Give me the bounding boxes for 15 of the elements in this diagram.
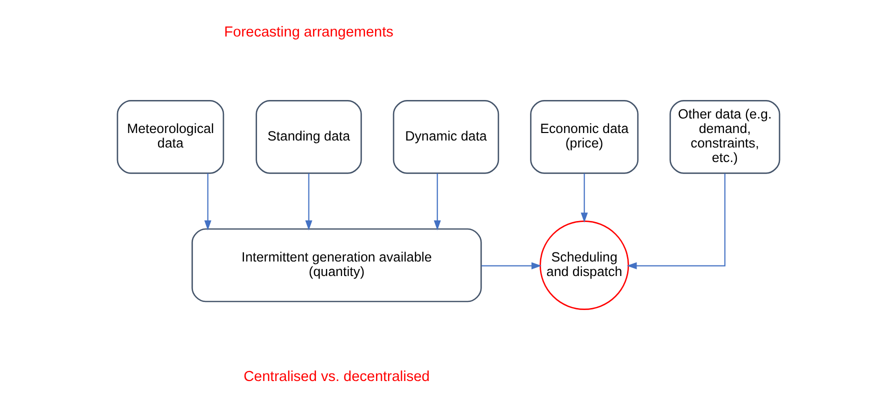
label: Centralised vs. decentralised — [243, 369, 430, 386]
arrow — [580, 173, 588, 223]
arrow — [626, 174, 725, 270]
label: Forecasting arrangements — [224, 24, 393, 40]
node-box: Dynamic data — [392, 100, 499, 174]
node-box: Other data (e.g. demand, constraints, etc.) — [669, 100, 780, 174]
arrow — [304, 173, 312, 230]
arrow — [204, 173, 211, 230]
node-box: Intermittent generation available (quantity) — [191, 228, 482, 302]
node-box: Meteorological data — [116, 100, 224, 174]
node-box: Standing data — [255, 100, 362, 174]
node-box: Economic data (price) — [530, 100, 638, 174]
node-circle: Scheduling and dispatch — [539, 220, 629, 310]
arrow — [433, 173, 440, 230]
arrow — [480, 262, 542, 270]
